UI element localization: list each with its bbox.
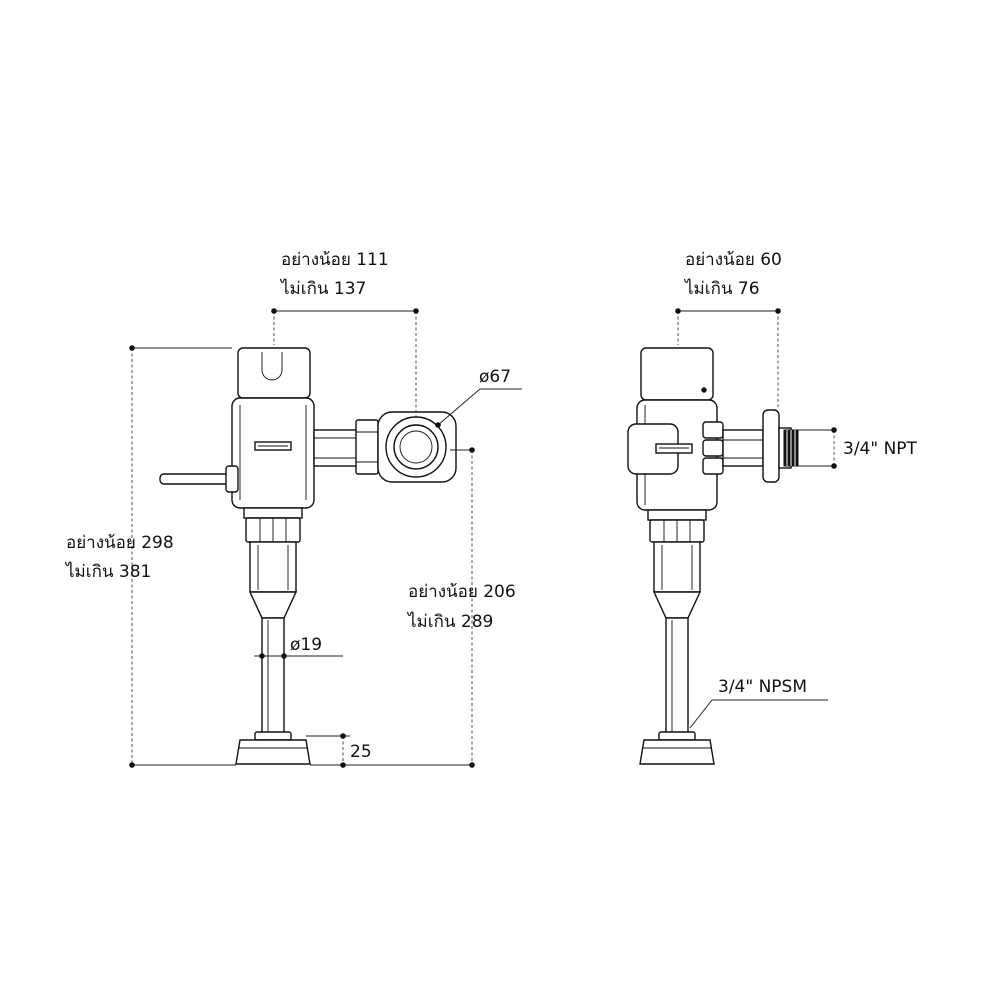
depth-min-label: อย่างน้อย 60 bbox=[685, 250, 782, 270]
depth-max-label: ไม่เกิน 76 bbox=[683, 278, 760, 299]
inlet-height-max-label: ไม่เกิน 289 bbox=[406, 611, 493, 632]
npt-thread-dimension bbox=[798, 427, 837, 469]
inlet-diameter-leader bbox=[435, 388, 522, 428]
width-max-label: ไม่เกิน 137 bbox=[279, 278, 366, 299]
npsm-thread-label: 3/4" NPSM bbox=[718, 677, 807, 697]
npt-thread-label: 3/4" NPT bbox=[843, 439, 918, 459]
front-width-dimension bbox=[271, 308, 419, 417]
side-inlet-flange bbox=[762, 409, 799, 483]
front-inlet-fitting bbox=[377, 411, 457, 483]
side-view: อย่างน้อย 60 ไม่เกิน 76 3/4" NPT 3/4" NP… bbox=[627, 250, 918, 765]
side-depth-dimension bbox=[675, 308, 781, 407]
height-min-label: อย่างน้อย 298 bbox=[66, 533, 174, 553]
pipe-diameter-label: ø19 bbox=[290, 635, 322, 655]
front-vacuum-breaker bbox=[248, 541, 298, 619]
side-vacuum-breaker bbox=[652, 541, 702, 619]
front-base bbox=[235, 731, 311, 765]
inlet-height-min-label: อย่างน้อย 206 bbox=[408, 582, 516, 602]
side-handle bbox=[627, 423, 693, 475]
front-height-dimension bbox=[129, 345, 236, 768]
front-view: อย่างน้อย 298 ไม่เกิน 381 อย่างน้อย 111 … bbox=[64, 250, 522, 768]
height-max-label: ไม่เกิน 381 bbox=[64, 561, 151, 582]
base-height-label: 25 bbox=[350, 742, 372, 762]
front-handle bbox=[159, 465, 239, 493]
front-valve-body bbox=[231, 347, 315, 509]
front-lower-nut bbox=[243, 507, 303, 543]
front-pipe bbox=[261, 617, 285, 737]
base-height-dimension bbox=[306, 733, 350, 768]
front-inlet-connection bbox=[313, 419, 379, 475]
npsm-leader bbox=[689, 699, 828, 729]
inlet-diameter-label: ø67 bbox=[479, 367, 511, 387]
pipe-diameter-dimension bbox=[254, 653, 343, 659]
side-connection bbox=[702, 421, 764, 475]
side-lower-nut bbox=[647, 509, 707, 543]
inlet-height-dimension bbox=[310, 447, 475, 768]
side-base bbox=[639, 731, 715, 765]
width-min-label: อย่างน้อย 111 bbox=[281, 250, 389, 270]
side-pipe bbox=[665, 617, 689, 737]
